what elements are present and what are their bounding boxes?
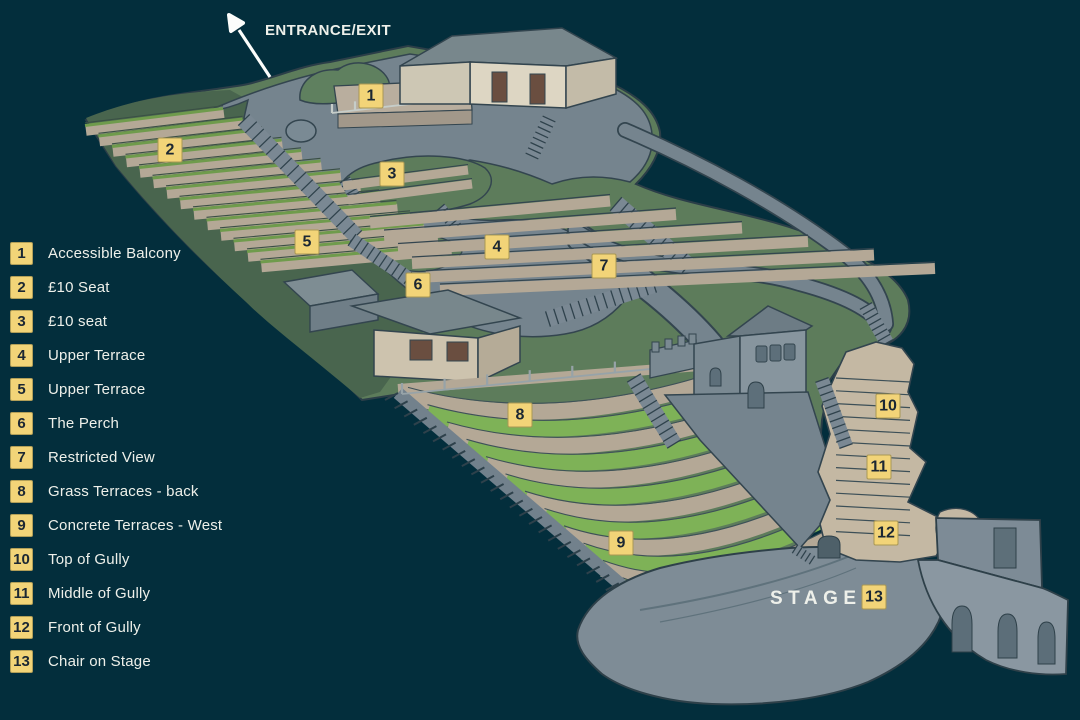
entrance-building: [399, 27, 619, 109]
lower-staircases: [791, 376, 853, 565]
legend-item-4: 4 Upper Terrace: [10, 344, 222, 367]
legend-item-3: 3 £10 seat: [10, 310, 222, 333]
legend-key-3: 3: [10, 310, 33, 333]
cafe-building: [282, 269, 523, 384]
legend-item-9: 9 Concrete Terraces - West: [10, 514, 222, 537]
structure-arches: [951, 605, 1056, 665]
legend-label-10: Top of Gully: [48, 551, 130, 568]
legend-key-9: 9: [10, 514, 33, 537]
rock: [285, 119, 317, 143]
legend-item-6: 6 The Perch: [10, 412, 222, 435]
map-marker-7[interactable]: 7: [591, 253, 617, 279]
legend-label-11: Middle of Gully: [48, 585, 151, 602]
legend-key-6: 6: [10, 412, 33, 435]
map-marker-1[interactable]: 1: [358, 83, 384, 109]
map-marker-4[interactable]: 4: [484, 234, 510, 260]
legend-item-1: 1 Accessible Balcony: [10, 242, 222, 265]
legend-item-13: 13 Chair on Stage: [10, 650, 222, 673]
knoll-terrace-rows: [342, 163, 473, 205]
legend-label-6: The Perch: [48, 415, 119, 432]
map-marker-11[interactable]: 11: [866, 454, 892, 480]
legend-label-3: £10 seat: [48, 313, 108, 330]
legend-label-7: Restricted View: [48, 449, 155, 466]
map-marker-6[interactable]: 6: [405, 272, 431, 298]
legend-label-5: Upper Terrace: [48, 381, 146, 398]
gully-arch: [817, 535, 841, 559]
legend-item-8: 8 Grass Terraces - back: [10, 480, 222, 503]
legend-item-7: 7 Restricted View: [10, 446, 222, 469]
building-arches: [709, 367, 765, 409]
legend-key-11: 11: [10, 582, 33, 605]
legend-label-12: Front of Gully: [48, 619, 141, 636]
map-marker-5[interactable]: 5: [294, 229, 320, 255]
legend-label-9: Concrete Terraces - West: [48, 517, 223, 534]
legend-item-10: 10 Top of Gully: [10, 548, 222, 571]
amphitheatre-staircase: [626, 373, 682, 449]
stage-side-structure: [916, 517, 1069, 676]
legend-key-5: 5: [10, 378, 33, 401]
legend-item-2: 2 £10 Seat: [10, 276, 222, 299]
legend-key-8: 8: [10, 480, 33, 503]
upper-terrace-rows-4-7: [369, 193, 936, 296]
map-marker-2[interactable]: 2: [157, 137, 183, 163]
legend-key-13: 13: [10, 650, 33, 673]
legend-key-7: 7: [10, 446, 33, 469]
map-marker-10[interactable]: 10: [875, 393, 901, 419]
legend-label-8: Grass Terraces - back: [48, 483, 199, 500]
legend-label-2: £10 Seat: [48, 279, 110, 296]
map-marker-12[interactable]: 12: [873, 520, 899, 546]
map-marker-8[interactable]: 8: [507, 402, 533, 428]
legend-key-1: 1: [10, 242, 33, 265]
legend-item-5: 5 Upper Terrace: [10, 378, 222, 401]
map-marker-13[interactable]: 13: [861, 584, 887, 610]
legend-label-1: Accessible Balcony: [48, 245, 181, 262]
stage-label: STAGE: [770, 588, 862, 609]
entrance-arrow-icon: [227, 13, 272, 78]
legend-label-13: Chair on Stage: [48, 653, 151, 670]
entrance-exit-label: ENTRANCE/EXIT: [265, 22, 392, 39]
legend-item-11: 11 Middle of Gully: [10, 582, 222, 605]
legend-key-10: 10: [10, 548, 33, 571]
map-marker-9[interactable]: 9: [608, 530, 634, 556]
legend-key-12: 12: [10, 616, 33, 639]
legend-key-4: 4: [10, 344, 33, 367]
legend-key-2: 2: [10, 276, 33, 299]
legend-label-4: Upper Terrace: [48, 347, 146, 364]
map-marker-3[interactable]: 3: [379, 161, 405, 187]
legend-item-12: 12 Front of Gully: [10, 616, 222, 639]
